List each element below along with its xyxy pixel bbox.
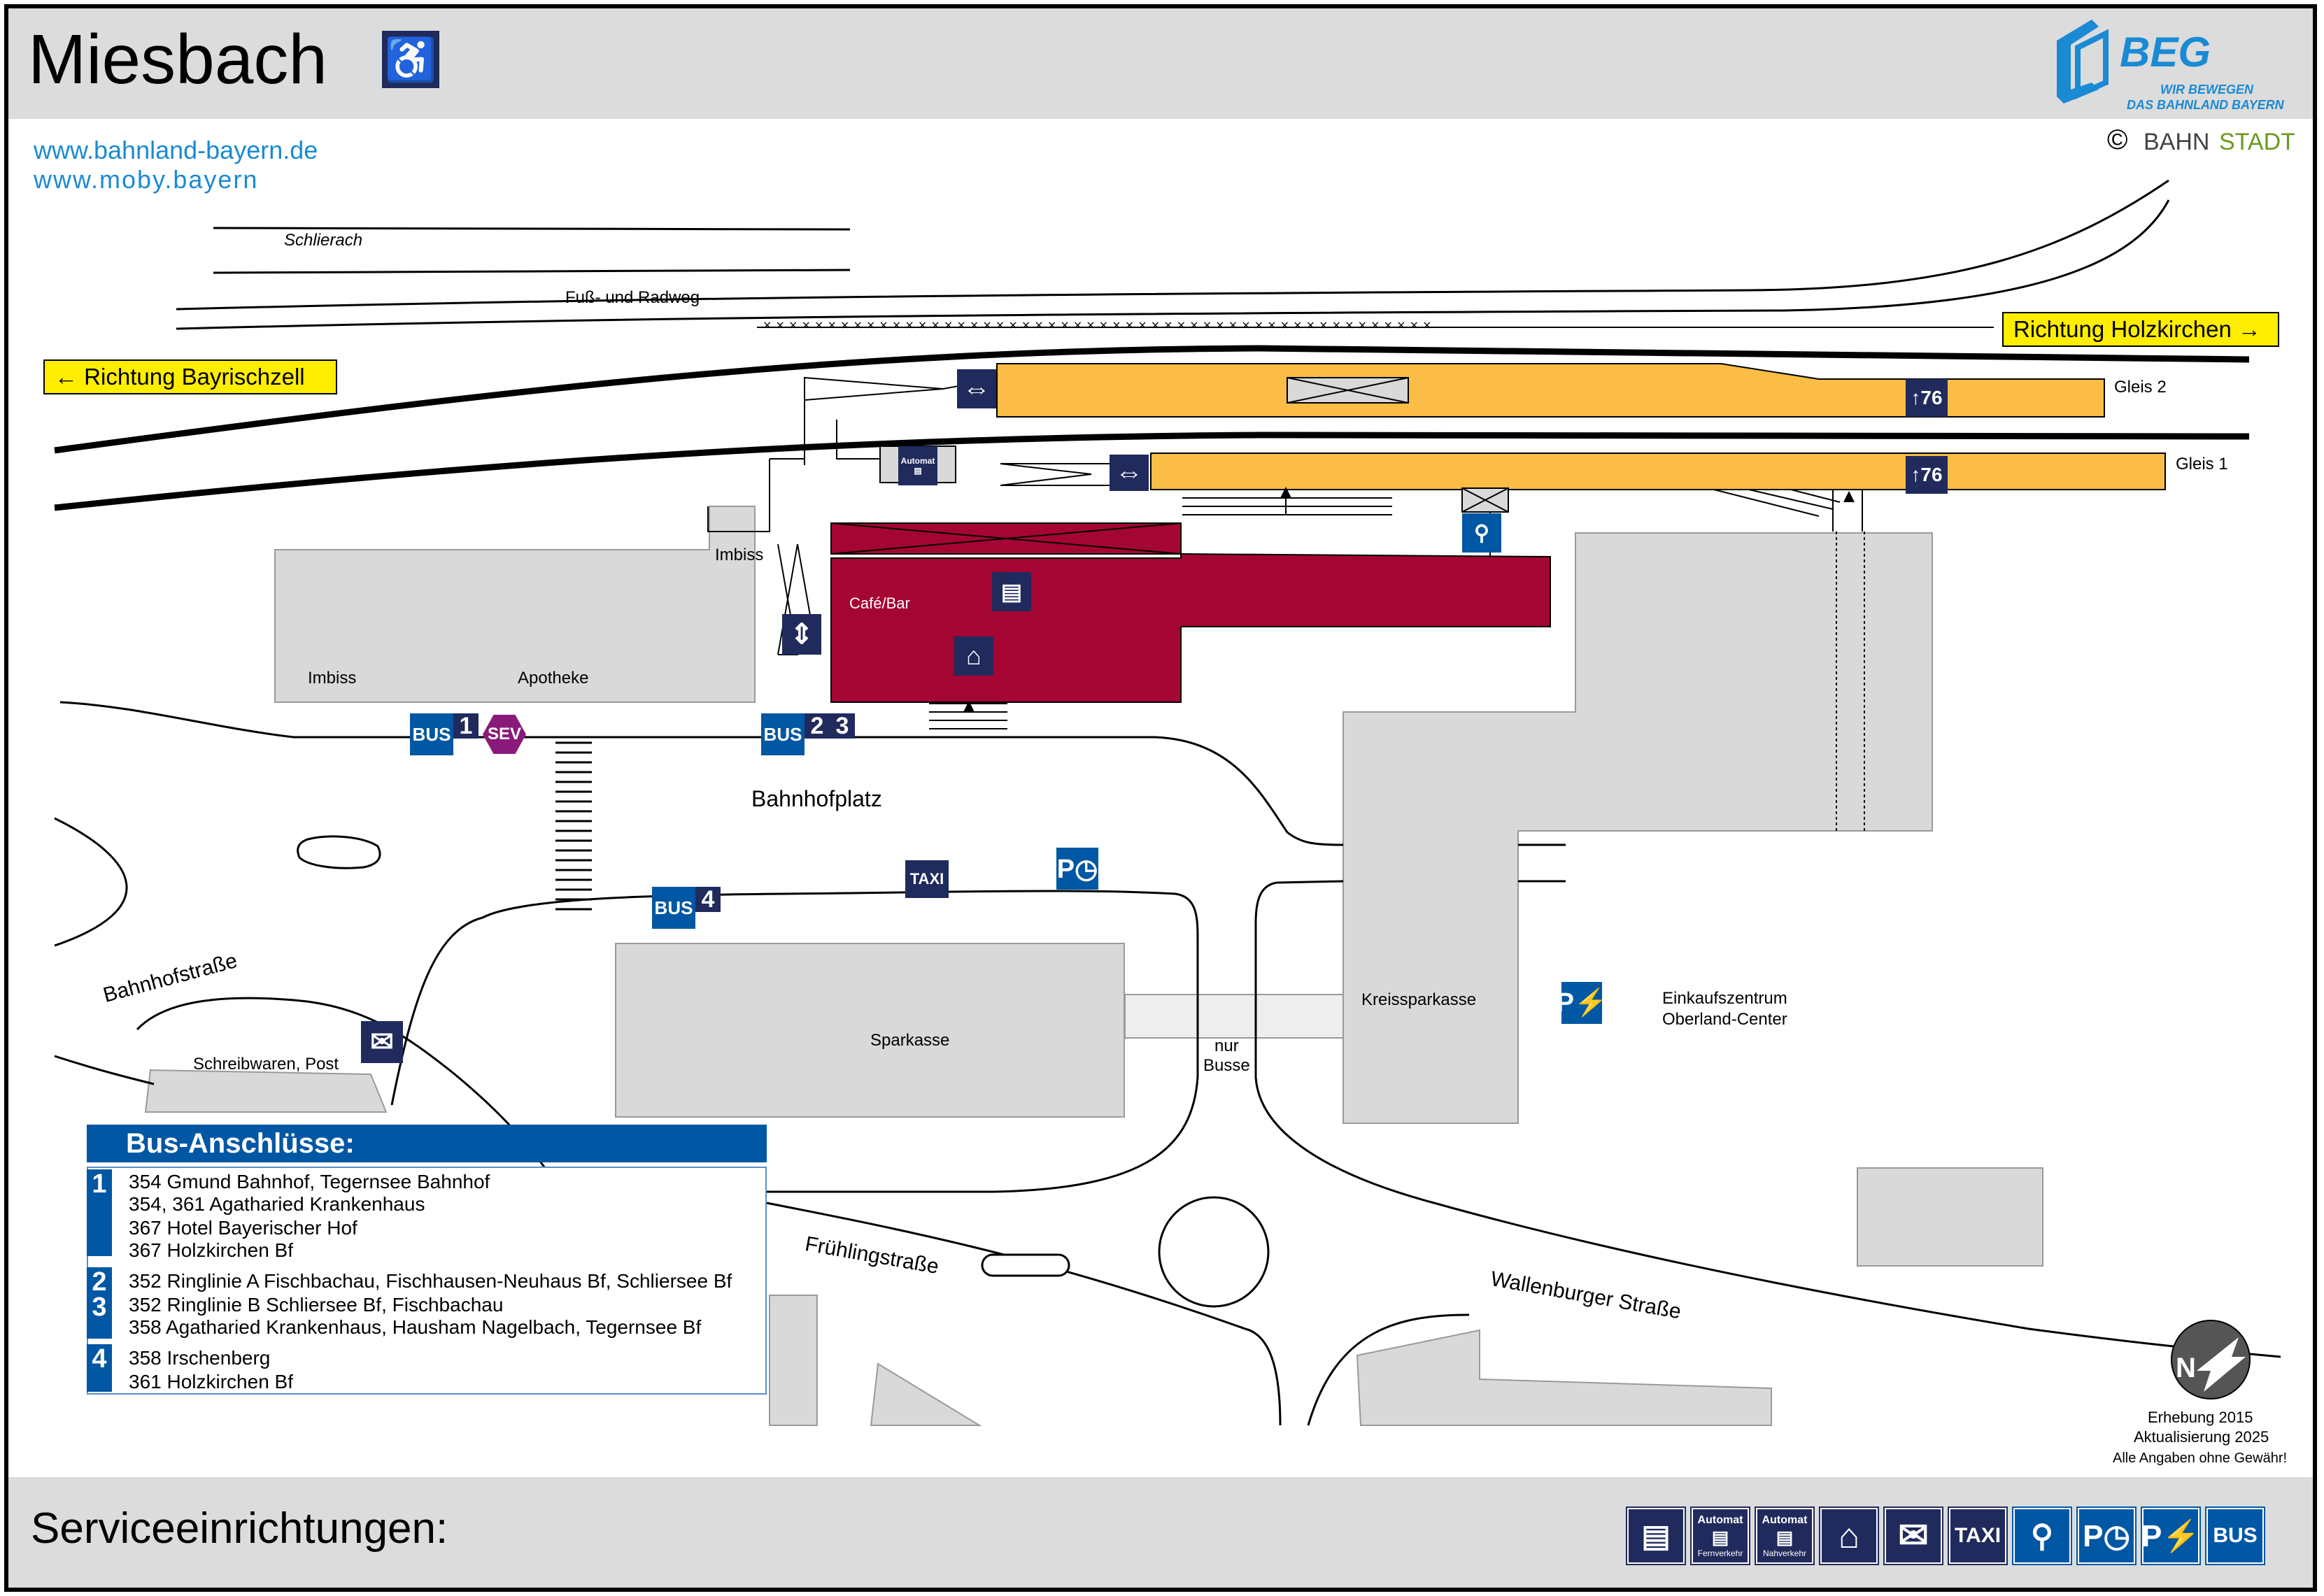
- beg-name: BEG: [2120, 29, 2211, 76]
- bus-stop-1: 1: [453, 713, 479, 739]
- bahnstadt-bahn: BAHN: [2144, 129, 2210, 155]
- legend-line: 367 Hotel Bayerischer Hof: [129, 1217, 357, 1239]
- label-schlierach: Schlierach: [284, 231, 363, 250]
- bus-stop-3: 3: [830, 713, 855, 739]
- platform-height-icon: ↑76: [1906, 456, 1948, 494]
- label-einkauf-1: Einkaufszentrum: [1662, 989, 1787, 1008]
- short-term-parking-icon: P◷: [1056, 848, 1098, 890]
- label-sparkasse: Sparkasse: [870, 1031, 950, 1050]
- survey-year: Erhebung 2015: [2148, 1409, 2253, 1426]
- label-busse: Busse: [1203, 1056, 1250, 1075]
- platform-height-label: 76: [1920, 464, 1943, 485]
- label-gleis1: Gleis 1: [2176, 455, 2228, 473]
- ev-charging-parking-icon: P⚡: [2141, 1506, 2201, 1565]
- taxi-icon: TAXI: [1948, 1506, 2008, 1565]
- platform-height-icon: ↑76: [1906, 379, 1948, 417]
- passage-arrows-icon: ⇔: [1110, 455, 1149, 491]
- beg-logo: [2057, 20, 2109, 104]
- services-title: Serviceeinrichtungen:: [31, 1504, 448, 1553]
- arrow-left-icon: ←: [55, 364, 85, 390]
- legend-line: 361 Holzkirchen Bf: [129, 1371, 294, 1392]
- passage-arrows-icon: ⇔: [957, 369, 996, 408]
- platform-height-label: 76: [1920, 387, 1943, 408]
- copyright-symbol: ©: [2107, 124, 2128, 155]
- direction-bayrischzell-label: Richtung Bayrischzell: [84, 364, 305, 390]
- legend-line: 358 Agatharied Krankenhaus, Hausham Nage…: [129, 1316, 702, 1338]
- bicycle-parking-icon: ⚲: [1462, 513, 1501, 553]
- nahverkehr-label: Nahverkehr: [1762, 1548, 1807, 1558]
- short-term-parking-icon: P◷: [2076, 1506, 2137, 1565]
- label-apotheke: Apotheke: [518, 669, 589, 687]
- bus-stop-icon: BUS: [761, 713, 805, 755]
- legend-num-4: 4: [87, 1344, 112, 1392]
- post-icon: ✉: [361, 1021, 403, 1063]
- taxi-icon: TAXI: [905, 860, 949, 898]
- legend-num-3: 3: [87, 1292, 112, 1339]
- beg-tagline-1: WIR BEWEGEN: [2160, 83, 2253, 97]
- bus-stop-icon: BUS: [652, 887, 695, 929]
- disclaimer: Alle Angaben ohne Gewähr!: [2113, 1451, 2288, 1466]
- legend-line: 352 Ringlinie A Fischbachau, Fischhausen…: [129, 1270, 732, 1292]
- legend-line: 367 Holzkirchen Bf: [129, 1239, 294, 1261]
- station-title: Miesbach: [28, 20, 327, 99]
- svg-text:× × × × × × × × × × × × × × ×: × × × × × × × × × × × × × × × × × × × × …: [763, 318, 1432, 332]
- ev-charging-parking-icon: P⚡: [1557, 982, 1607, 1024]
- arrow-right-icon: →: [2231, 316, 2261, 342]
- bus-legend: [87, 1167, 767, 1395]
- update-year: Aktualisierung 2025: [2134, 1428, 2269, 1446]
- waiting-room-icon: ⌂: [954, 636, 993, 676]
- legend-line: 354 Gmund Bahnhof, Tegernsee Bahnhof: [129, 1171, 490, 1192]
- bus-icon: BUS: [2205, 1506, 2265, 1565]
- bus-stop-4: 4: [695, 886, 721, 913]
- label-imbiss-top: Imbiss: [715, 546, 764, 564]
- map-frame: [4, 4, 2317, 1592]
- legend-line: 358 Irschenberg: [129, 1347, 271, 1369]
- legend-line: 352 Ringlinie B Schliersee Bf, Fischbach…: [129, 1294, 504, 1316]
- ticket-machine-icon: ▤: [992, 572, 1031, 611]
- label-schreibwaren: Schreibwaren, Post: [193, 1055, 339, 1074]
- bicycle-parking-icon: ⚲: [2012, 1506, 2072, 1565]
- beg-tagline-2: DAS BAHNLAND BAYERN: [2127, 98, 2284, 112]
- compass-north: N: [2176, 1353, 2196, 1383]
- wheelchair-icon: ♿: [382, 31, 439, 88]
- fernverkehr-label: Fernverkehr: [1697, 1548, 1743, 1558]
- label-nur: nur: [1214, 1036, 1239, 1055]
- label-bahnhofplatz: Bahnhofplatz: [751, 786, 882, 811]
- url-bahnland[interactable]: www.bahnland-bayern.de: [34, 136, 318, 164]
- label-imbiss-left: Imbiss: [308, 669, 357, 687]
- legend-line: 354, 361 Agatharied Krankenhaus: [129, 1193, 425, 1215]
- direction-bayrischzell: ← Richtung Bayrischzell: [43, 359, 337, 394]
- post-icon: ✉: [1883, 1506, 1943, 1565]
- automat-label: Automat: [1762, 1513, 1808, 1526]
- sev-icon: SEV: [483, 715, 526, 754]
- ticket-machine-icon: Automat▤: [898, 446, 937, 485]
- legend-num-2: 2: [87, 1267, 112, 1297]
- direction-holzkirchen-label: Richtung Holzkirchen: [2013, 316, 2232, 342]
- ticket-machine-icon: ▤: [1626, 1506, 1686, 1565]
- automat-label: Automat: [900, 456, 935, 466]
- bahnstadt-stadt: STADT: [2219, 129, 2295, 155]
- legend-num-1: 1: [87, 1169, 112, 1256]
- label-cafe: Café/Bar: [849, 594, 910, 612]
- label-einkauf-2: Oberland-Center: [1662, 1010, 1787, 1029]
- automat-nahverkehr-icon: Automat▤Nahverkehr: [1755, 1506, 1815, 1565]
- label-fussweg: Fuß- und Radweg: [565, 288, 700, 307]
- label-kreissparkasse: Kreissparkasse: [1361, 990, 1477, 1009]
- buildings: [144, 506, 2043, 1426]
- compass: [2171, 1320, 2251, 1399]
- waiting-room-icon: ⌂: [1819, 1506, 1879, 1565]
- direction-holzkirchen: Richtung Holzkirchen →: [2002, 312, 2279, 347]
- bus-stop-2: 2: [805, 713, 830, 739]
- label-gleis2: Gleis 2: [2114, 378, 2167, 397]
- bus-legend-title: Bus-Anschlüsse:: [87, 1125, 767, 1162]
- bus-stop-icon: BUS: [410, 713, 453, 755]
- automat-label: Automat: [1697, 1513, 1743, 1526]
- stairs-icon: ⇕: [782, 614, 821, 655]
- url-moby[interactable]: www.moby.bayern: [34, 165, 259, 194]
- automat-fernverkehr-icon: Automat▤Fernverkehr: [1690, 1506, 1750, 1565]
